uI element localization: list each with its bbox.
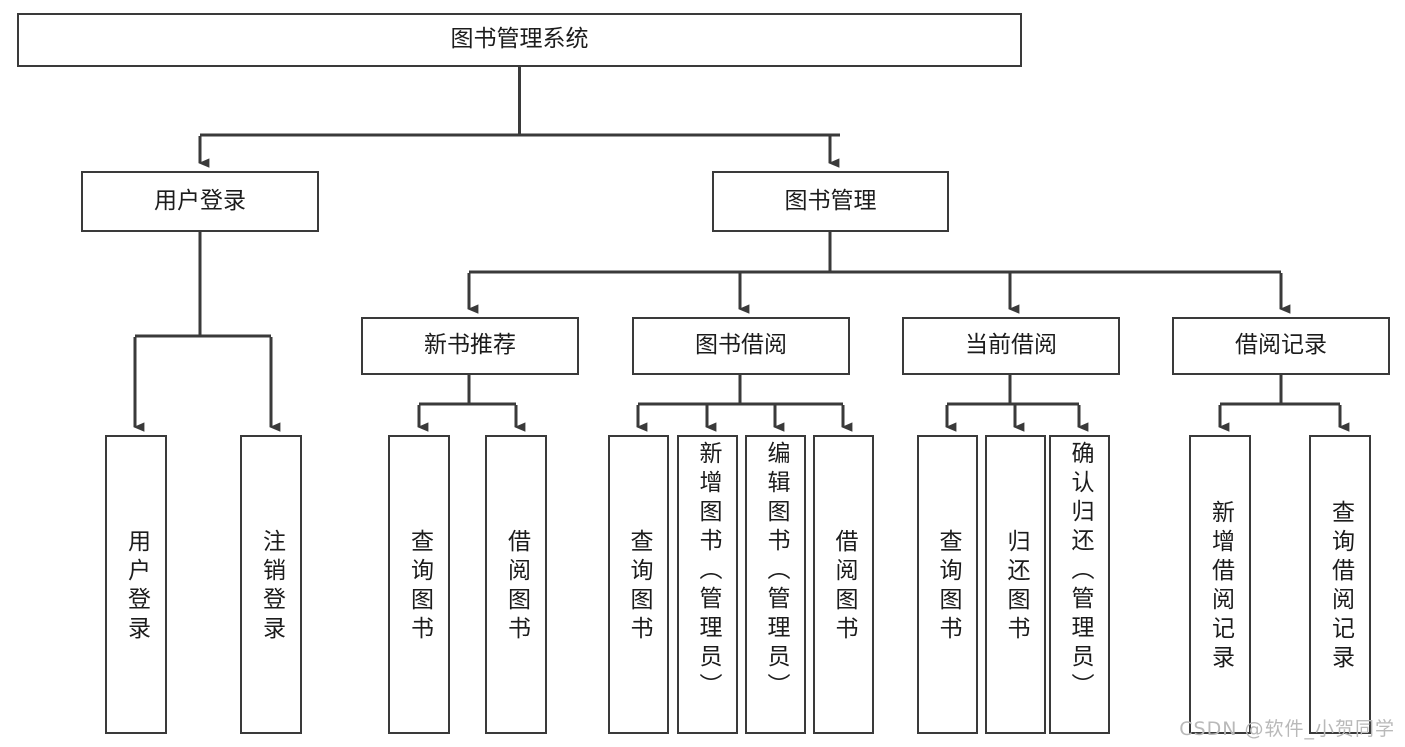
node-root-label: 图书管理系统	[450, 26, 589, 53]
node-leaf-query-book-borrow[interactable]: 查询图书	[608, 435, 669, 734]
watermark: CSDN @软件_小贺同学	[1179, 718, 1395, 740]
node-leaf-return-book-label: 归还图书	[1003, 528, 1029, 645]
node-leaf-query-book-borrow-label: 查询图书	[626, 528, 652, 645]
node-leaf-add-borrow-record-label: 新增借阅记录	[1207, 499, 1234, 674]
node-leaf-add-borrow-record[interactable]: 新增借阅记录	[1189, 435, 1251, 734]
node-book-management[interactable]: 图书管理	[712, 171, 949, 232]
node-user-login[interactable]: 用户登录	[81, 171, 319, 232]
node-book-management-label: 图书管理	[784, 187, 877, 214]
node-leaf-logout-login-label: 注销登录	[258, 528, 285, 645]
node-leaf-query-book-new[interactable]: 查询图书	[388, 435, 450, 734]
node-root[interactable]: 图书管理系统	[17, 13, 1022, 67]
node-borrow-record[interactable]: 借阅记录	[1172, 317, 1390, 375]
node-leaf-add-book-admin[interactable]: 新增图书（管理员）	[677, 435, 738, 734]
node-book-borrow-label: 图书借阅	[695, 332, 787, 359]
node-leaf-user-login[interactable]: 用户登录	[105, 435, 167, 734]
node-leaf-edit-book-admin-label: 编辑图书（管理员）	[763, 441, 789, 702]
node-leaf-borrow-book-label: 借阅图书	[831, 528, 857, 645]
node-leaf-add-book-admin-label: 新增图书（管理员）	[695, 441, 721, 702]
node-leaf-confirm-return-admin-label: 确认归还（管理员）	[1067, 441, 1093, 702]
node-leaf-query-borrow-record[interactable]: 查询借阅记录	[1309, 435, 1371, 734]
node-new-book-recommend-label: 新书推荐	[424, 332, 516, 359]
node-leaf-borrow-book-new[interactable]: 借阅图书	[485, 435, 547, 734]
node-book-borrow[interactable]: 图书借阅	[632, 317, 850, 375]
node-user-login-label: 用户登录	[154, 187, 246, 214]
node-current-borrow-label: 当前借阅	[965, 332, 1057, 359]
node-leaf-borrow-book-new-label: 借阅图书	[503, 528, 530, 645]
node-leaf-edit-book-admin[interactable]: 编辑图书（管理员）	[745, 435, 806, 734]
node-borrow-record-label: 借阅记录	[1235, 332, 1327, 359]
node-leaf-query-book-new-label: 查询图书	[406, 528, 433, 645]
node-leaf-query-book-current[interactable]: 查询图书	[917, 435, 978, 734]
node-current-borrow[interactable]: 当前借阅	[902, 317, 1120, 375]
node-leaf-logout-login[interactable]: 注销登录	[240, 435, 302, 734]
node-leaf-user-login-label: 用户登录	[123, 528, 150, 645]
node-leaf-return-book[interactable]: 归还图书	[985, 435, 1046, 734]
node-leaf-query-book-current-label: 查询图书	[935, 528, 961, 645]
node-leaf-query-borrow-record-label: 查询借阅记录	[1327, 499, 1354, 674]
node-leaf-confirm-return-admin[interactable]: 确认归还（管理员）	[1049, 435, 1110, 734]
node-new-book-recommend[interactable]: 新书推荐	[361, 317, 579, 375]
node-leaf-borrow-book[interactable]: 借阅图书	[813, 435, 874, 734]
